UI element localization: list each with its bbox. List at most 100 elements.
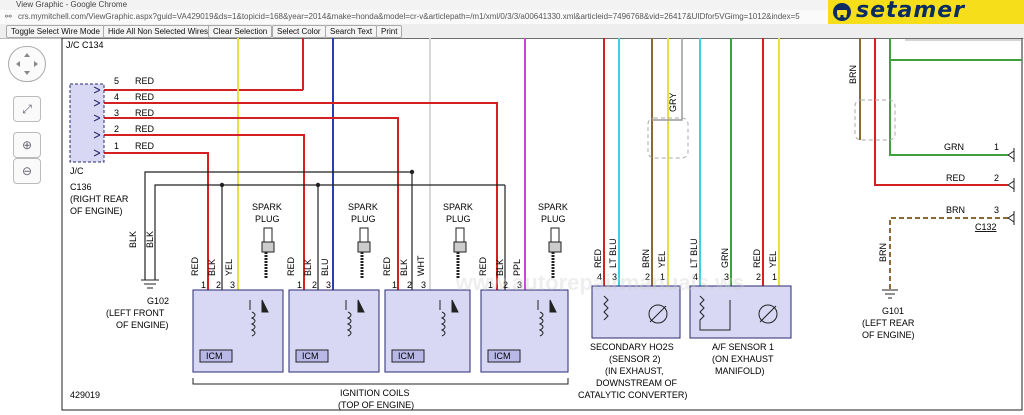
wire-red-4[interactable] [92,102,498,290]
wire-blk-ground-a[interactable] [144,171,412,280]
wire-gry[interactable] [652,38,683,121]
af-sensor-1[interactable] [689,285,792,339]
ho2s-pin-3: 3 [612,272,617,282]
jc-sub-3: OF ENGINE) [70,206,123,216]
spark-plug-2-label-1: SPARK [348,202,378,212]
spark-plug-3-label-1: SPARK [443,202,473,212]
ground-symbol-g102 [141,279,159,289]
coil2-pin-2: 2 [312,280,317,290]
c132-label: C132 [975,222,997,232]
right-pin-1-color: GRN [944,142,964,152]
blk-label-1: BLK [128,231,138,248]
coil1-pin-1: 1 [201,280,206,290]
spark-plug-2: SPARK PLUG [348,202,378,278]
wire-grn-top[interactable] [889,38,1022,61]
brn-shield [854,99,896,141]
watermark: www.autorepairmanuals.ws [455,270,745,295]
ignition-label-1: IGNITION COILS [340,388,410,398]
ho2s-pin-1: 1 [660,272,665,282]
coil2-wire-1: RED [286,256,296,276]
coil4-pin-2: 2 [503,280,508,290]
af-label-2: (ON EXHAUST [712,354,774,364]
ignition-coil-4[interactable]: ICM RED BLK PPL 1 2 3 [478,256,569,373]
coil1-wire-3: YEL [224,259,234,276]
zoom-in-icon: ⊕ [21,138,33,152]
secondary-ho2s-sensor[interactable] [591,285,681,339]
zoom-out-button[interactable]: ⊖ [13,158,41,184]
hide-non-selected-wires-button[interactable]: Hide All Non Selected Wires [103,25,214,38]
wiring-diagram: J/C C134 5 RED 4 RED 3 RED 2 RED 1 RED J… [61,38,1023,411]
ho2s-pin-2: 2 [645,272,650,282]
brn-top-label: BRN [848,65,858,84]
jc-pin-arrows [93,86,101,157]
wire-red-pin2[interactable] [874,38,1008,186]
jc-pin-4-num: 4 [114,92,119,102]
right-connector-arrows [1007,148,1015,225]
ho2s-wire-2: LT BLU [608,238,618,268]
coil1-pin-2: 2 [216,280,221,290]
coil2-wire-3: BLU [320,258,330,276]
search-text-button[interactable]: Search Text [325,25,378,38]
right-pin-3-color: BRN [946,205,965,215]
jc-pin-5-num: 5 [114,76,119,86]
ho2s-pin-4: 4 [597,272,602,282]
g102-sub-2: OF ENGINE) [116,320,169,330]
jc-label: J/C [70,166,84,176]
splice-dot-1 [219,182,225,188]
url-text[interactable]: crs.mymitchell.com/ViewGraphic.aspx?guid… [18,12,800,21]
print-button[interactable]: Print [376,25,403,38]
pan-control[interactable] [8,46,46,82]
toggle-select-wire-mode-button[interactable]: Toggle Select Wire Mode [6,25,105,38]
spark-plug-1: SPARK PLUG [252,202,282,278]
af-wire-4: YEL [768,251,778,268]
zoom-in-button[interactable]: ⊕ [13,132,41,158]
right-pin-2-num: 2 [994,173,999,183]
coil3-wire-3: WHT [416,255,426,276]
jc-pin-2-num: 2 [114,124,119,134]
wire-red-1[interactable] [92,152,209,290]
coil3-pin-3: 3 [421,280,426,290]
spark-plug-1-label-1: SPARK [252,202,282,212]
right-pin-3-num: 3 [994,205,999,215]
spark-plug-1-label-2: PLUG [255,214,280,224]
ho2s-label-2: (SENSOR 2) [609,354,661,364]
g101-sub-2: OF ENGINE) [862,330,915,340]
coil4-pin-1: 1 [488,280,493,290]
icm-label-3: ICM [398,351,415,361]
af-label-1: A/F SENSOR 1 [712,342,774,352]
af-pin-2: 2 [756,272,761,282]
coil3-wire-2: BLK [399,259,409,276]
ignition-coil-1[interactable]: ICM RED BLK YEL 1 2 3 [190,256,284,373]
wire-red-3[interactable] [92,117,399,290]
icm-label-2: ICM [302,351,319,361]
jc-sub-1: C136 [70,182,92,192]
splice-dot-2 [315,182,321,188]
jc-sub-2: (RIGHT REAR [70,194,129,204]
jc-pin-4-color: RED [135,92,155,102]
gry-shield [647,117,689,159]
af-pin-4: 4 [693,272,698,282]
wire-grn-pin1[interactable] [889,60,1008,156]
ignition-label-2: (TOP OF ENGINE) [338,400,414,410]
fit-to-window-button[interactable]: ⤢ [13,96,41,122]
viewer-toolbar: Toggle Select Wire Mode Hide All Non Sel… [0,24,1024,39]
af-pin-1: 1 [772,272,777,282]
window-title: View Graphic - Google Chrome [16,0,128,9]
ho2s-label-1: SECONDARY HO2S [590,342,674,352]
jc-pin-1-color: RED [135,141,155,151]
ignition-coil-3[interactable]: ICM RED BLK WHT 1 2 3 [382,255,471,373]
af-pin-3: 3 [724,272,729,282]
wire-blk-ground-b[interactable] [154,184,505,280]
splice-dot-3 [409,169,415,175]
ignition-coil-2[interactable]: ICM RED BLK BLU 1 2 3 [286,256,380,373]
select-color-button[interactable]: Select Color [272,25,326,38]
ho2s-wire-3: BRN [641,249,651,268]
ground-symbol-g101 [882,289,898,299]
clear-selection-button[interactable]: Clear Selection [208,25,273,38]
wire-red-2[interactable] [92,134,305,290]
jc-connector[interactable] [69,83,105,163]
ho2s-wire-4: YEL [657,251,667,268]
coil4-wire-3: PPL [512,259,522,276]
jc-pin-3-num: 3 [114,108,119,118]
diagram-border [61,38,1023,411]
